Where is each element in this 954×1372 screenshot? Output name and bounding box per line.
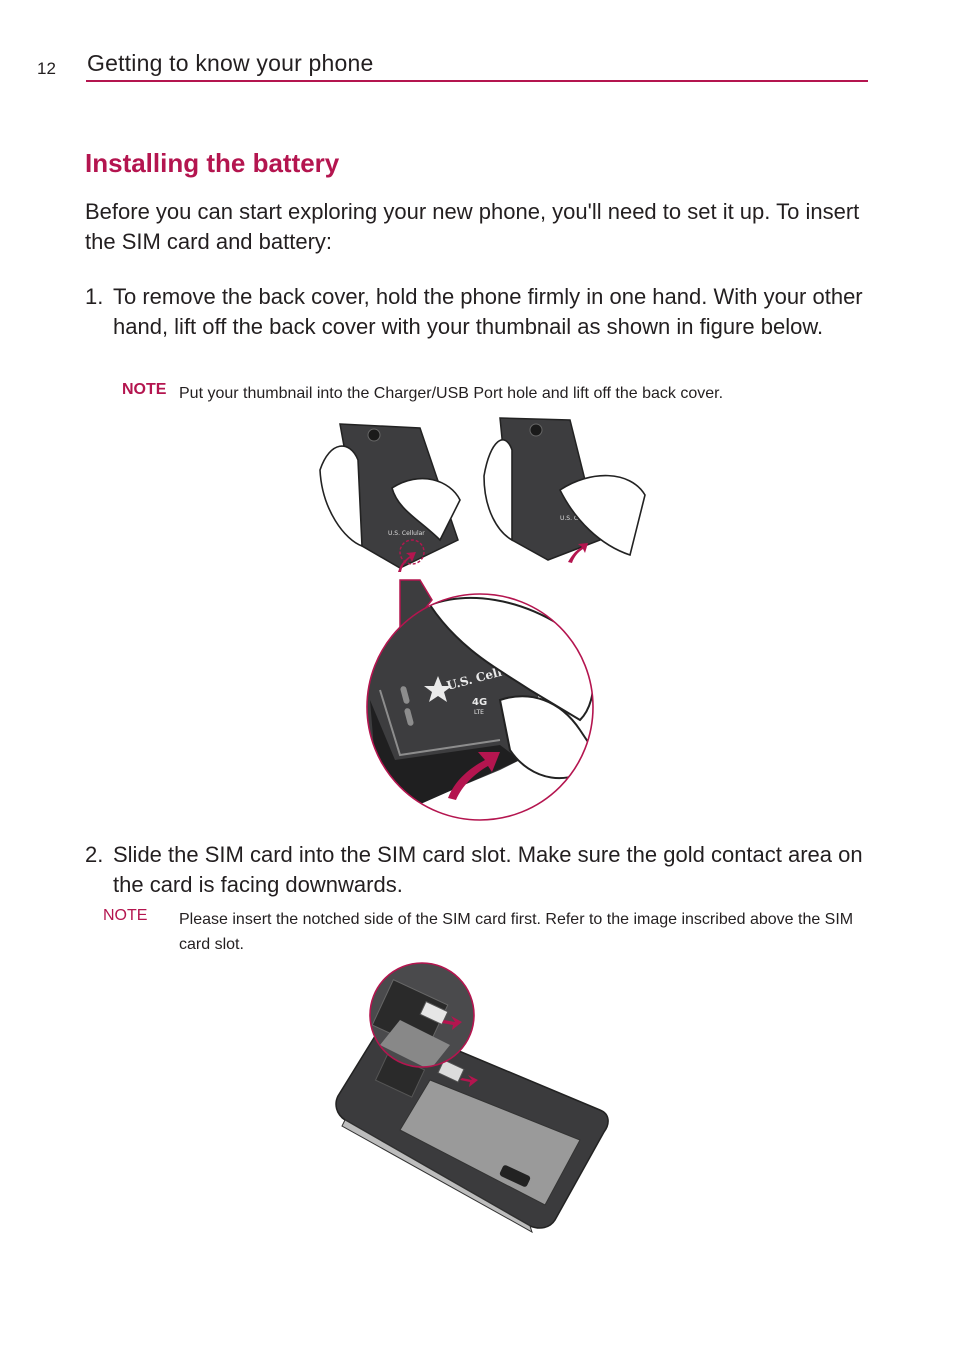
arrow-up-icon — [398, 552, 416, 572]
remove-back-cover-illustration: U.S. Cellular U.S. Cellular U.S. Cellula… — [319, 417, 646, 821]
phone-open-back — [335, 1019, 609, 1234]
arrow-up-icon — [448, 752, 500, 800]
sim-zoom-callout — [369, 962, 475, 1068]
insert-sim-illustration — [335, 962, 609, 1234]
step-1-text: To remove the back cover, hold the phone… — [113, 284, 863, 339]
step-2: 2. Slide the SIM card into the SIM card … — [85, 840, 875, 902]
note-1-label: NOTE — [122, 381, 167, 398]
phone-left-small: U.S. Cellular — [319, 423, 461, 572]
note-2-text: Please insert the notched side of the SI… — [179, 911, 854, 953]
star-logo-icon — [424, 676, 452, 702]
badge-4g: 4G — [472, 697, 487, 708]
page-heading: Installing the battery — [85, 148, 340, 178]
header-rule — [86, 80, 868, 82]
step-2-number: 2. — [85, 842, 104, 867]
section-title: Getting to know your phone — [87, 50, 374, 76]
note-2-label: NOTE — [103, 907, 148, 924]
arrow-right-icon — [460, 1075, 478, 1087]
zoom-callout: U.S. Cellular 4G LTE — [366, 593, 594, 821]
arrow-up-icon — [568, 543, 588, 563]
step-2-text: Slide the SIM card into the SIM card slo… — [113, 842, 863, 897]
note-1-text: Put your thumbnail into the Charger/USB … — [179, 385, 724, 402]
badge-lte: LTE — [474, 709, 484, 716]
page-number: 12 — [37, 59, 56, 78]
arrow-right-icon — [442, 1016, 462, 1030]
intro-paragraph: Before you can start exploring your new … — [85, 199, 860, 254]
phone-right-small: U.S. Cellular — [483, 417, 646, 563]
phone-left-logo: U.S. Cellular — [388, 530, 425, 537]
step-1-number: 1. — [85, 284, 104, 309]
step-1: 1. To remove the back cover, hold the ph… — [85, 282, 875, 374]
